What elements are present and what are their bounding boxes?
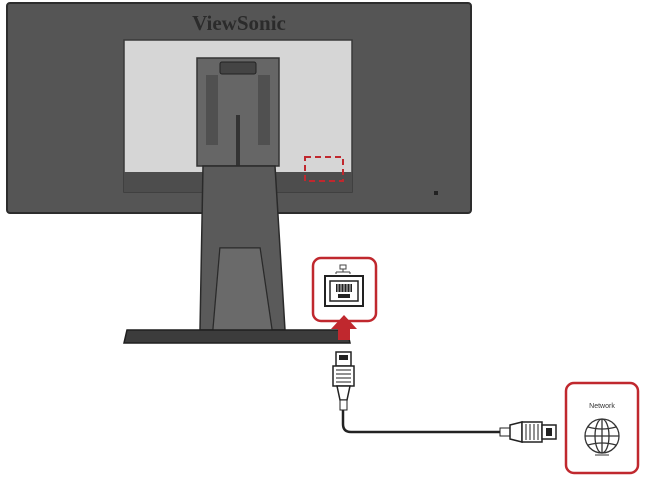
network-label: Network	[589, 403, 615, 410]
network-callout: Network	[564, 381, 640, 475]
lan-port-callout	[311, 256, 378, 323]
lan-port-icon	[324, 275, 364, 307]
ethernet-cable	[341, 410, 500, 434]
ethernet-plug-network-icon	[499, 421, 557, 443]
globe-icon	[584, 418, 620, 454]
port-location-highlight	[304, 156, 344, 182]
monitor-stand	[123, 57, 351, 344]
ethernet-plug-icon	[332, 351, 355, 411]
brand-logo: ViewSonic	[192, 11, 286, 35]
lan-symbol-icon	[335, 264, 351, 274]
power-dot	[434, 191, 438, 195]
arrow-up-icon	[331, 315, 357, 340]
